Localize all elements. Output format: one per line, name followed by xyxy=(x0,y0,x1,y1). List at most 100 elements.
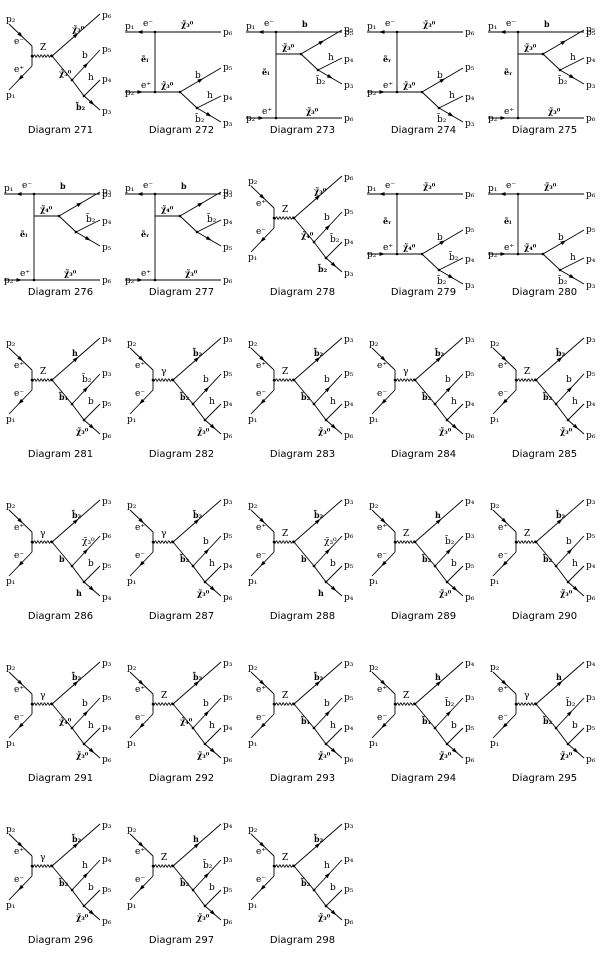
external-momentum-label: p₄ xyxy=(586,55,596,65)
t-channel-label: ẽᵣ xyxy=(383,216,391,226)
vertex xyxy=(324,742,328,746)
particle-label: b̃₂ xyxy=(434,348,444,358)
particle-label: b̃₂ xyxy=(445,534,455,547)
fermion-arrow xyxy=(137,90,144,94)
electron-label: e⁻ xyxy=(14,875,24,885)
internal-propagator-label: χ̃₃⁰ xyxy=(282,42,295,52)
t-channel-label: ẽₗ xyxy=(141,54,149,64)
fermion-arrow xyxy=(138,517,144,524)
vertex xyxy=(433,402,437,406)
internal-propagator xyxy=(51,703,73,729)
fermion-arrow xyxy=(568,74,575,79)
outgoing-line xyxy=(83,565,101,583)
vertex xyxy=(566,742,570,746)
particle-label: b xyxy=(445,375,451,385)
fermion-arrow xyxy=(556,680,563,687)
particle-label: h xyxy=(449,91,455,101)
electron-label: e⁺ xyxy=(256,685,266,695)
particle-label: b xyxy=(88,559,94,569)
fermion-arrow xyxy=(435,680,442,687)
particle-label: b̃₂ xyxy=(317,264,327,274)
vertex xyxy=(153,30,157,34)
electron-label: e⁺ xyxy=(14,847,24,857)
particle-label: χ̃₃⁰ xyxy=(76,750,89,760)
vertex xyxy=(433,726,437,730)
outgoing-line xyxy=(446,403,464,421)
electron-label: e⁻ xyxy=(143,19,153,29)
vertex xyxy=(70,402,74,406)
boson-label: γ xyxy=(524,691,529,701)
internal-propagator xyxy=(192,889,206,907)
electron-label: e⁻ xyxy=(14,37,24,47)
electron-label: e⁻ xyxy=(135,875,145,885)
particle-label: h xyxy=(330,721,336,731)
external-momentum-label: p₂ xyxy=(6,501,16,511)
outgoing-line xyxy=(325,565,343,583)
particle-label: χ̃₃⁰ xyxy=(197,912,210,922)
particle-label: χ̃₃⁰ xyxy=(72,24,85,34)
electron-label: e⁻ xyxy=(135,551,145,561)
external-momentum-label: p₃ xyxy=(344,81,354,91)
particle-label: χ̃₃⁰ xyxy=(306,106,319,116)
internal-propagator xyxy=(51,379,73,405)
external-momentum-label: p₁ xyxy=(127,739,136,749)
fermion-arrow xyxy=(314,356,321,363)
diagram-caption: Diagram 298 xyxy=(269,935,336,946)
particle-label: b̃₂ xyxy=(71,834,81,844)
external-momentum-label: p₄ xyxy=(344,237,354,247)
fermion-arrow xyxy=(209,423,216,430)
diagram-caption: Diagram 288 xyxy=(269,611,336,622)
external-momentum-label: p₁ xyxy=(246,22,255,32)
outgoing-line xyxy=(559,257,585,271)
t-channel-label: ẽᵣ xyxy=(504,67,512,77)
external-momentum-label: p₆ xyxy=(223,276,233,286)
fermion-arrow xyxy=(379,252,386,256)
vertex xyxy=(566,418,570,422)
particle-label: χ̃₃⁰ xyxy=(324,536,337,547)
diagram-caption: Diagram 291 xyxy=(27,773,94,784)
vertex xyxy=(312,402,316,406)
external-momentum-label: p₁ xyxy=(369,415,378,425)
electron-label: e⁻ xyxy=(256,875,266,885)
vertex xyxy=(445,418,449,422)
external-momentum-label: p₂ xyxy=(127,501,137,511)
boson-label: Z xyxy=(403,529,409,539)
fermion-arrow xyxy=(193,518,200,525)
electron-label: e⁺ xyxy=(377,361,387,371)
external-momentum-label: p₃ xyxy=(465,335,475,345)
external-momentum-label: p₁ xyxy=(490,739,499,749)
vertex xyxy=(566,580,570,584)
internal-propagator xyxy=(179,91,198,109)
external-momentum-label: p₃ xyxy=(102,369,112,379)
fermion-arrow xyxy=(560,40,567,45)
particle-label: χ̃₃⁰ xyxy=(64,268,77,278)
fermion-arrow xyxy=(439,78,446,83)
particle-label: b xyxy=(330,883,336,893)
particle-label: b xyxy=(558,233,564,243)
fermion-arrow xyxy=(380,355,386,362)
electron-label: e⁻ xyxy=(22,181,32,191)
particle-label: χ̃₃⁰ xyxy=(76,426,89,436)
external-momentum-label: p₆ xyxy=(102,917,112,927)
external-momentum-label: p₆ xyxy=(102,431,112,441)
particle-label: h xyxy=(435,510,441,520)
internal-propagator xyxy=(542,253,561,271)
diagram-caption: Diagram 289 xyxy=(390,611,457,622)
vertex xyxy=(558,68,562,72)
fermion-arrow xyxy=(500,252,507,256)
particle-label: χ̃₃⁰ xyxy=(197,750,210,760)
internal-propagator-label: χ̃₃⁰ xyxy=(59,68,72,78)
internal-propagator xyxy=(434,565,448,583)
external-momentum-label: p₃ xyxy=(344,659,354,669)
